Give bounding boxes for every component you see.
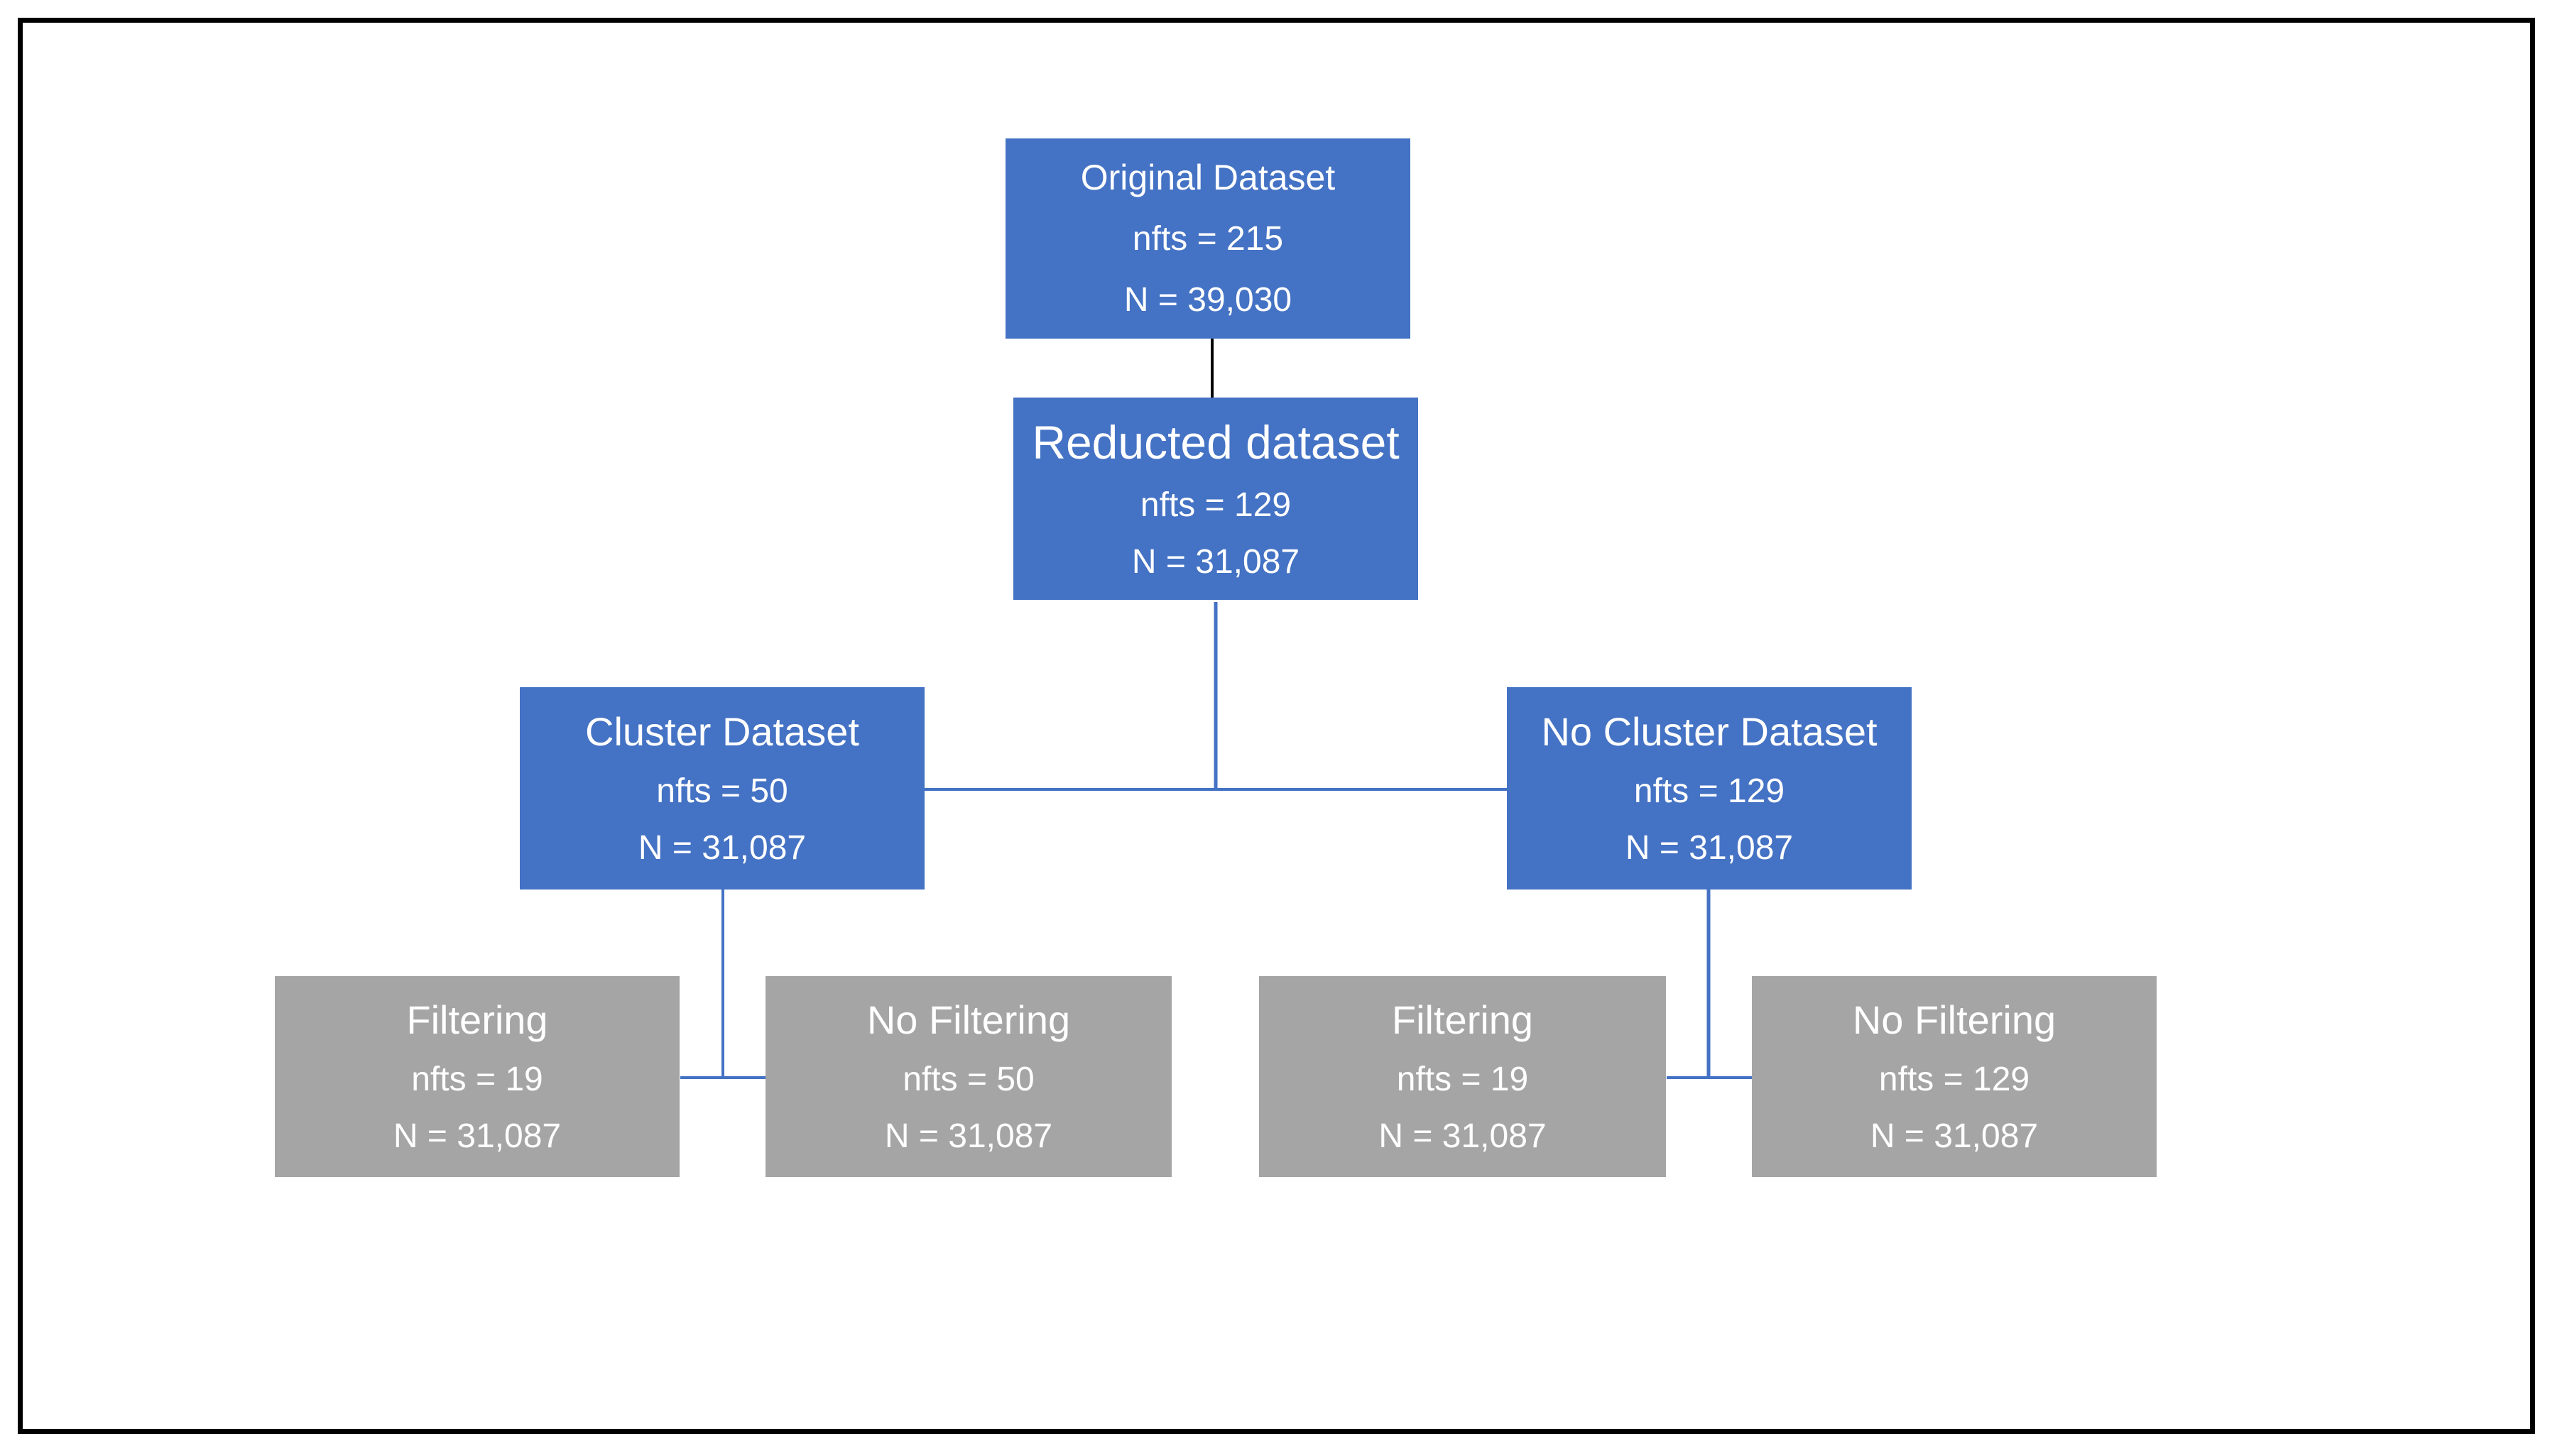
node-no-cluster-no-filtering: No Filtering nfts = 129 N = 31,087 (1752, 976, 2157, 1177)
node-n: N = 31,087 (1378, 1117, 1547, 1155)
node-original-dataset: Original Dataset nfts = 215 N = 39,030 (1006, 138, 1410, 339)
node-cluster-filtering: Filtering nfts = 19 N = 31,087 (275, 976, 680, 1177)
node-nfts: nfts = 215 (1132, 220, 1284, 258)
node-cluster-no-filtering: No Filtering nfts = 50 N = 31,087 (766, 976, 1172, 1177)
node-title: No Filtering (1852, 997, 2056, 1042)
node-no-cluster-dataset: No Cluster Dataset nfts = 129 N = 31,087 (1507, 687, 1912, 890)
node-title: Filtering (406, 997, 548, 1042)
node-title: Cluster Dataset (585, 708, 859, 754)
node-title: No Cluster Dataset (1541, 708, 1878, 754)
node-title: No Filtering (866, 997, 1071, 1042)
node-cluster-dataset: Cluster Dataset nfts = 50 N = 31,087 (520, 687, 925, 890)
node-nfts: nfts = 50 (656, 772, 788, 810)
node-nfts: nfts = 19 (411, 1060, 543, 1098)
node-n: N = 31,087 (638, 828, 807, 867)
node-n: N = 31,087 (884, 1117, 1053, 1155)
node-n: N = 31,087 (393, 1117, 562, 1155)
node-n: N = 31,087 (1625, 828, 1794, 867)
node-n: N = 39,030 (1123, 281, 1292, 319)
node-nfts: nfts = 129 (1878, 1060, 2030, 1098)
node-n: N = 31,087 (1131, 542, 1300, 581)
node-nfts: nfts = 19 (1396, 1060, 1529, 1098)
node-title: Filtering (1391, 997, 1534, 1042)
node-n: N = 31,087 (1870, 1117, 2039, 1155)
node-nfts: nfts = 129 (1140, 486, 1292, 524)
node-no-cluster-filtering: Filtering nfts = 19 N = 31,087 (1259, 976, 1666, 1177)
node-title: Original Dataset (1080, 158, 1336, 197)
node-reducted-dataset: Reducted dataset nfts = 129 N = 31,087 (1013, 398, 1418, 600)
node-nfts: nfts = 50 (903, 1060, 1035, 1098)
node-nfts: nfts = 129 (1633, 772, 1785, 810)
node-title: Reducted dataset (1032, 415, 1400, 469)
diagram-frame (18, 18, 2535, 1434)
